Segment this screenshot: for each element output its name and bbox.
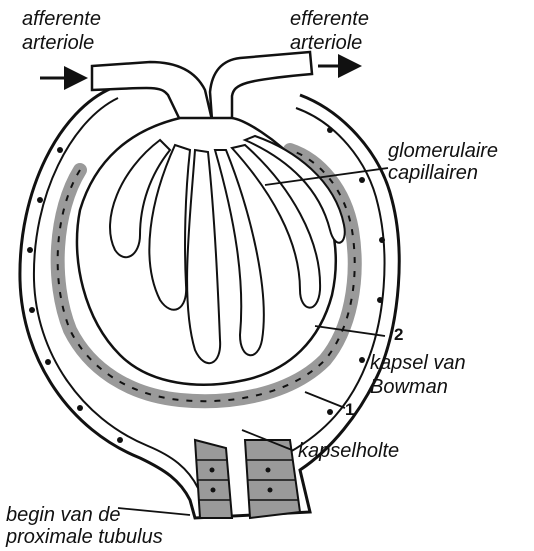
tubule-label-line2: proximale tubulus: [6, 526, 163, 548]
afferent-label-line2: arteriole: [22, 32, 94, 54]
efferent-label-line1: efferente: [290, 8, 369, 30]
proximal-tubule: [195, 440, 300, 518]
efferent-arteriole: [210, 52, 312, 120]
tubule-label-line1: begin van de: [6, 504, 121, 526]
capsule-label-line1: kapsel van: [370, 352, 466, 374]
capsule-space-label: kapselholte: [298, 440, 399, 462]
number-1-label: 1: [345, 400, 354, 420]
glomerular-label-line2: capillairen: [388, 162, 478, 184]
number-2-label: 2: [394, 325, 403, 345]
efferent-label-line2: arteriole: [290, 32, 362, 54]
glomerular-label-line1: glomerulaire: [388, 140, 498, 162]
afferent-label-line1: afferente: [22, 8, 101, 30]
afferent-arteriole: [92, 62, 212, 120]
capsule-label-line2: Bowman: [370, 376, 448, 398]
